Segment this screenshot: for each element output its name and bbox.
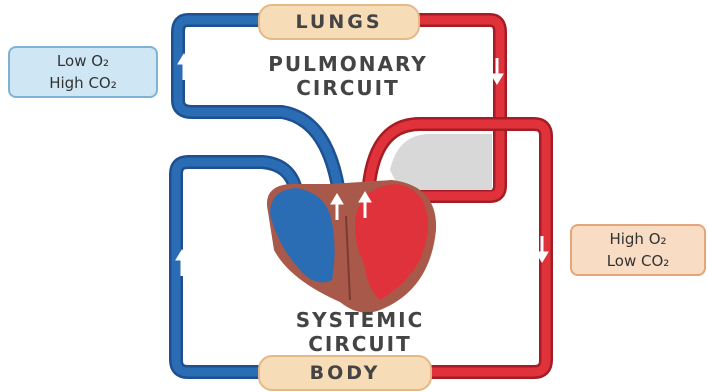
deoxygenated-blood-box: Low O₂ High CO₂ xyxy=(8,46,158,98)
pulmonary-circuit-label: PULMONARY CIRCUIT xyxy=(218,52,478,100)
low-co2-text: Low CO₂ xyxy=(572,250,704,272)
high-co2-text: High CO₂ xyxy=(10,72,156,94)
low-o2-text: Low O₂ xyxy=(10,50,156,72)
heart xyxy=(267,180,436,313)
pulmonary-subtitle: CIRCUIT xyxy=(218,76,478,100)
oxygenated-blood-box: High O₂ Low CO₂ xyxy=(570,224,706,276)
systemic-title: SYSTEMIC xyxy=(240,308,480,332)
body-label: BODY xyxy=(258,355,432,391)
lungs-label: LUNGS xyxy=(258,4,420,40)
high-o2-text: High O₂ xyxy=(572,228,704,250)
pulmonary-title: PULMONARY xyxy=(218,52,478,76)
systemic-circuit-label: SYSTEMIC CIRCUIT xyxy=(240,308,480,356)
systemic-subtitle: CIRCUIT xyxy=(240,332,480,356)
